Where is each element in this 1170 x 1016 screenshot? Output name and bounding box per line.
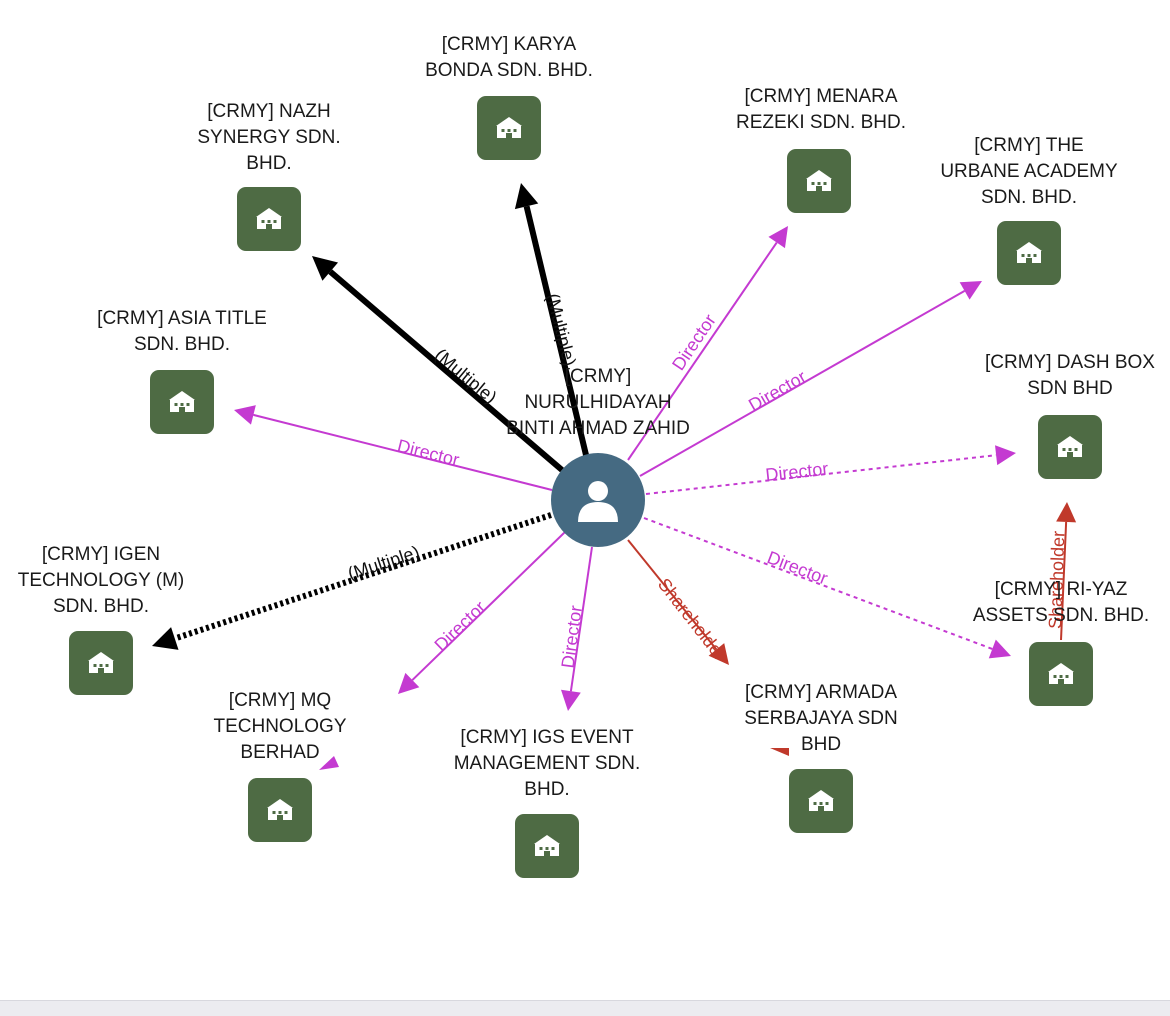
edge-arrowhead-urbane bbox=[959, 281, 982, 300]
edge-line-director-igs[interactable] bbox=[569, 546, 593, 692]
company-label-line: SERBAJAYA SDN bbox=[744, 708, 897, 729]
edge-line-director-urbane[interactable] bbox=[639, 290, 966, 477]
building-icon bbox=[806, 170, 832, 191]
company-label-line: [CRMY] MENARA bbox=[744, 86, 897, 107]
edge-line-director-riyaz[interactable] bbox=[643, 517, 993, 650]
building-icon bbox=[1048, 663, 1074, 684]
company-node-igen[interactable]: [CRMY] IGEN TECHNOLOGY (M) SDN. BHD. bbox=[18, 544, 184, 695]
company-label-line: [CRMY] KARYA bbox=[442, 34, 577, 55]
company-node-armada[interactable]: [CRMY] ARMADA SERBAJAYA SDN BHD bbox=[744, 682, 898, 833]
company-label-line: SDN BHD bbox=[1027, 378, 1113, 399]
company-label-line: [CRMY] IGS EVENT bbox=[460, 727, 634, 748]
company-node-igs[interactable]: [CRMY] IGS EVENT MANAGEMENT SDN. BHD. bbox=[454, 727, 641, 878]
edge-arrowhead-riyaz bbox=[988, 639, 1011, 659]
edge-line-director-mq[interactable] bbox=[411, 531, 566, 681]
edge-line-director-asia[interactable] bbox=[253, 413, 553, 491]
edge-label: (Multiple) bbox=[543, 291, 580, 368]
edge-line-multiple-nazh[interactable] bbox=[328, 269, 564, 473]
building-icon bbox=[88, 652, 114, 673]
company-label-line: BONDA SDN. BHD. bbox=[425, 60, 593, 81]
edge-line-shareholder-armada[interactable] bbox=[627, 539, 718, 651]
company-label-line: BERHAD bbox=[240, 742, 319, 763]
edge-arrowhead-armada bbox=[708, 643, 729, 665]
edge-line-multiple-karya[interactable] bbox=[523, 205, 589, 456]
company-label-line: URBANE ACADEMY bbox=[940, 161, 1118, 182]
company-label-line: BHD. bbox=[524, 779, 569, 800]
person-label-line: BINTI AHMAD ZAHID bbox=[506, 418, 690, 439]
company-label-line: REZEKI SDN. BHD. bbox=[736, 112, 906, 133]
edge-label: (Multiple) bbox=[345, 542, 422, 584]
company-node-riyaz[interactable]: [CRMY] RI-YAZ ASSETS SDN. BHD. bbox=[973, 579, 1149, 706]
edge-arrowhead-igen bbox=[152, 627, 179, 650]
company-label-line: TECHNOLOGY (M) bbox=[18, 570, 184, 591]
edge-label: Shareholder bbox=[1045, 531, 1068, 630]
person-label-line: NURULHIDAYAH bbox=[524, 392, 671, 413]
edge-line-shareholder-dashbox[interactable] bbox=[1060, 521, 1068, 641]
company-label-line: SDN. BHD. bbox=[134, 334, 230, 355]
company-node-karya[interactable]: [CRMY] KARYA BONDA SDN. BHD. bbox=[425, 34, 593, 160]
edge-arrowhead-fragment bbox=[770, 748, 789, 756]
person-node[interactable]: [CRMY] NURULHIDAYAH BINTI AHMAD ZAHID bbox=[506, 366, 690, 547]
building-icon bbox=[169, 391, 195, 412]
company-node-dashbox[interactable]: [CRMY] DASH BOX SDN BHD bbox=[985, 352, 1155, 479]
edge-label: Director bbox=[764, 459, 829, 485]
edge-arrowhead-fragment bbox=[319, 756, 339, 770]
edge-arrowhead-mq bbox=[398, 672, 420, 694]
company-label-line: [CRMY] IGEN bbox=[42, 544, 160, 565]
nodes-layer: [CRMY] KARYA BONDA SDN. BHD. [CRMY] NAZH SY… bbox=[18, 34, 1155, 878]
building-icon bbox=[256, 208, 282, 229]
edge-arrowhead-nazh bbox=[312, 256, 339, 281]
company-label-line: BHD. bbox=[246, 153, 291, 174]
company-node-asia[interactable]: [CRMY] ASIA TITLE SDN. BHD. bbox=[97, 308, 267, 434]
company-label-line: [CRMY] NAZH bbox=[207, 101, 331, 122]
company-node-mq[interactable]: [CRMY] MQ TECHNOLOGY BERHAD bbox=[213, 690, 347, 842]
person-label-line: [CRMY] bbox=[565, 366, 632, 387]
building-icon bbox=[1016, 242, 1042, 263]
edge-arrowhead-dashbox bbox=[1056, 502, 1077, 523]
edge-label: Director bbox=[431, 597, 490, 655]
company-label-line: ASSETS SDN. BHD. bbox=[973, 605, 1149, 626]
edge-label: (Multiple) bbox=[431, 345, 501, 408]
edge-arrowhead-dashbox bbox=[995, 445, 1016, 466]
edge-line-director-dashbox[interactable] bbox=[645, 454, 997, 495]
building-icon bbox=[808, 790, 834, 811]
company-label-line: TECHNOLOGY bbox=[213, 716, 346, 737]
company-label-line: [CRMY] RI-YAZ bbox=[995, 579, 1128, 600]
company-label-line: SYNERGY SDN. bbox=[197, 127, 340, 148]
edge-arrowhead-menara bbox=[768, 226, 788, 249]
edge-label: Director bbox=[557, 604, 586, 669]
company-node-menara[interactable]: [CRMY] MENARA REZEKI SDN. BHD. bbox=[736, 86, 906, 213]
company-label-line: SDN. BHD. bbox=[53, 596, 149, 617]
edge-arrowhead-asia bbox=[234, 405, 256, 425]
edge-label: Director bbox=[395, 435, 461, 470]
building-icon bbox=[1057, 436, 1083, 457]
company-label-line: [CRMY] DASH BOX bbox=[985, 352, 1155, 373]
building-icon bbox=[496, 117, 522, 138]
building-icon bbox=[267, 799, 293, 820]
building-icon bbox=[534, 835, 560, 856]
edge-label: Shareholder bbox=[654, 574, 730, 664]
user-icon bbox=[578, 481, 618, 522]
edge-label: Director bbox=[764, 547, 830, 588]
company-node-nazh[interactable]: [CRMY] NAZH SYNERGY SDN. BHD. bbox=[197, 101, 341, 251]
company-label-line: [CRMY] ARMADA bbox=[745, 682, 897, 703]
company-label-line: [CRMY] MQ bbox=[229, 690, 331, 711]
edge-arrowhead-igs bbox=[561, 689, 581, 711]
company-label-line: [CRMY] THE bbox=[974, 135, 1083, 156]
bottom-scrollbar-track[interactable] bbox=[0, 1000, 1170, 1016]
company-label-line: MANAGEMENT SDN. bbox=[454, 753, 641, 774]
company-node-urbane[interactable]: [CRMY] THE URBANE ACADEMY SDN. BHD. bbox=[940, 135, 1118, 285]
company-label-line: SDN. BHD. bbox=[981, 187, 1077, 208]
edge-line-director-menara[interactable] bbox=[627, 241, 778, 461]
edge-arrowhead-karya bbox=[514, 183, 539, 210]
company-label-line: [CRMY] ASIA TITLE bbox=[97, 308, 267, 329]
company-label-line: BHD bbox=[801, 734, 841, 755]
edge-label: Director bbox=[745, 367, 810, 416]
